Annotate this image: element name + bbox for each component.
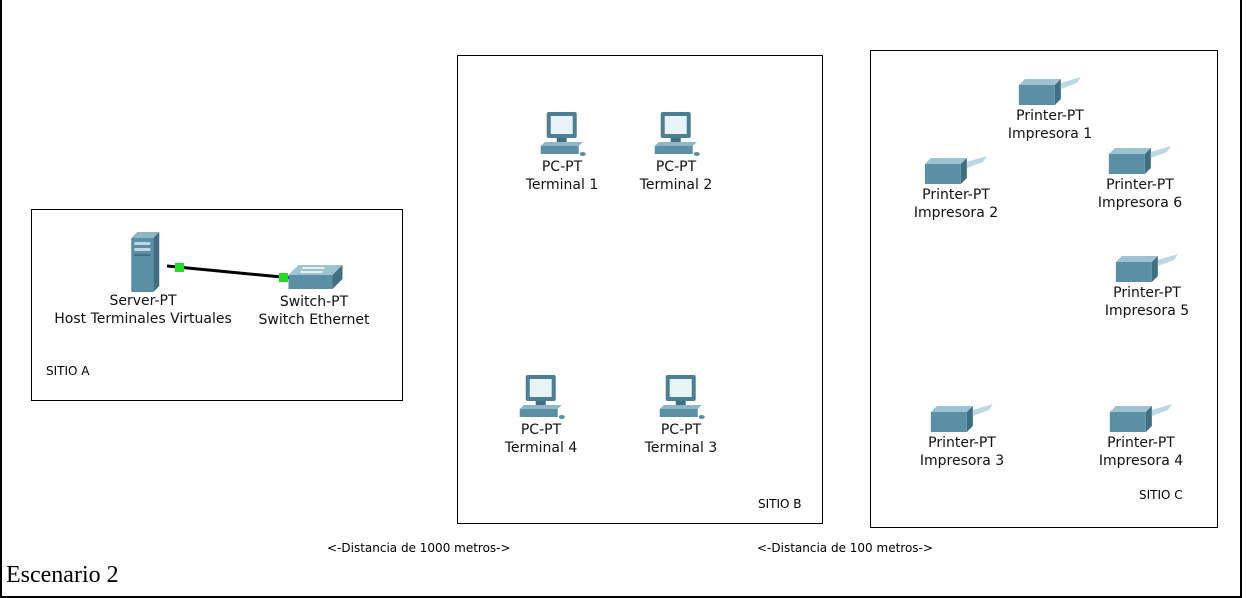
site-c-label: SITIO C xyxy=(1139,488,1183,502)
printer-icon xyxy=(931,404,993,432)
site-b-label: SITIO B xyxy=(758,497,802,511)
terminal-3-name-label: Terminal 3 xyxy=(644,440,718,456)
pc-icon xyxy=(660,375,705,419)
printer-icon xyxy=(925,156,987,184)
switch-type-label: Switch-PT xyxy=(279,294,349,310)
scenario-title: Escenario 2 xyxy=(6,562,119,588)
printer-5-device[interactable]: Printer-PT Impresora 5 xyxy=(1105,254,1189,320)
printer-1-type-label: Printer-PT xyxy=(1016,108,1084,124)
printer-4-type-label: Printer-PT xyxy=(1107,435,1175,451)
site-c-box: SITIO C xyxy=(870,50,1218,528)
terminal-2-type-label: PC-PT xyxy=(655,159,697,175)
printer-3-device[interactable]: Printer-PT Impresora 3 xyxy=(920,404,1004,470)
terminal-4-type-label: PC-PT xyxy=(520,422,562,438)
server-type-label: Server-PT xyxy=(109,293,177,309)
terminal-2-name-label: Terminal 2 xyxy=(639,177,713,193)
pc-icon xyxy=(520,375,565,419)
printer-2-device[interactable]: Printer-PT Impresora 2 xyxy=(914,156,998,222)
printer-1-device[interactable]: Printer-PT Impresora 1 xyxy=(1008,77,1092,143)
printer-4-name-label: Impresora 4 xyxy=(1098,453,1184,469)
printer-6-device[interactable]: Printer-PT Impresora 6 xyxy=(1098,146,1182,212)
server-device[interactable]: Server-PT Host Terminales Virtuales xyxy=(54,232,232,328)
site-a-box: SITIO A xyxy=(31,209,403,401)
printer-icon xyxy=(1019,77,1081,105)
printer-6-name-label: Impresora 6 xyxy=(1097,195,1183,211)
printer-6-type-label: Printer-PT xyxy=(1106,177,1174,193)
server-name-label: Host Terminales Virtuales xyxy=(54,311,232,327)
terminal-3-type-label: PC-PT xyxy=(660,422,702,438)
terminal-1-type-label: PC-PT xyxy=(541,159,583,175)
printer-1-name-label: Impresora 1 xyxy=(1007,126,1093,142)
printer-4-device[interactable]: Printer-PT Impresora 4 xyxy=(1099,404,1183,470)
printer-icon xyxy=(1116,254,1178,282)
printer-3-type-label: Printer-PT xyxy=(928,435,996,451)
terminal-1-device[interactable]: PC-PT Terminal 1 xyxy=(525,112,599,194)
printer-2-name-label: Impresora 2 xyxy=(913,205,999,221)
printer-3-name-label: Impresora 3 xyxy=(919,453,1005,469)
switch-icon xyxy=(287,265,342,289)
distance-a-b-label: <-Distancia de 1000 metros-> xyxy=(327,541,511,555)
printer-2-type-label: Printer-PT xyxy=(922,187,990,203)
server-icon xyxy=(130,232,159,292)
terminal-4-name-label: Terminal 4 xyxy=(504,440,578,456)
pc-icon xyxy=(541,112,586,156)
distance-b-c-label: <-Distancia de 100 metros-> xyxy=(757,541,933,555)
site-b-box: SITIO B xyxy=(457,55,823,524)
printer-icon xyxy=(1110,404,1172,432)
terminal-4-device[interactable]: PC-PT Terminal 4 xyxy=(504,375,578,457)
pc-icon xyxy=(655,112,700,156)
switch-name-label: Switch Ethernet xyxy=(258,312,370,328)
terminal-3-device[interactable]: PC-PT Terminal 3 xyxy=(644,375,718,457)
printer-5-type-label: Printer-PT xyxy=(1113,285,1181,301)
site-a-label: SITIO A xyxy=(46,364,90,378)
terminal-2-device[interactable]: PC-PT Terminal 2 xyxy=(639,112,713,194)
printer-icon xyxy=(1109,146,1171,174)
printer-5-name-label: Impresora 5 xyxy=(1104,303,1190,319)
terminal-1-name-label: Terminal 1 xyxy=(525,177,599,193)
switch-device[interactable]: Switch-PT Switch Ethernet xyxy=(258,263,370,329)
